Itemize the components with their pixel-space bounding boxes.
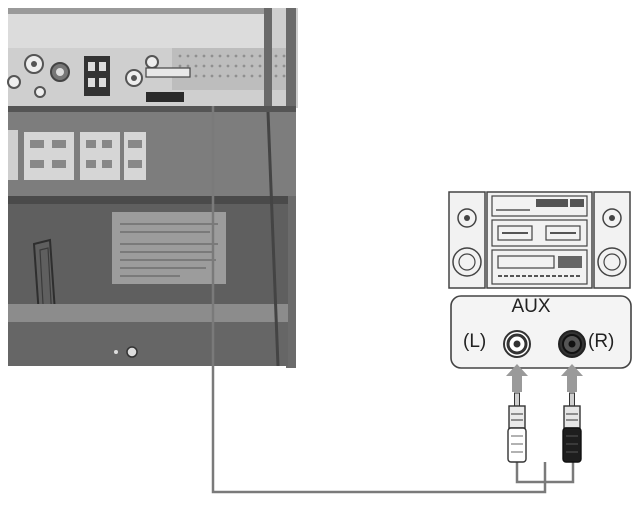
insert-arrows [506, 364, 583, 392]
jack-panel-upper [8, 8, 270, 48]
aux-left-label: (L) [463, 331, 487, 352]
warning-label-lines [120, 223, 218, 277]
panel-jacks [7, 54, 159, 98]
speaker-left [448, 191, 486, 289]
tv-rear-panel [7, 8, 298, 368]
label-plate-1 [24, 132, 74, 180]
aux-panel [450, 295, 632, 369]
aux-title: AUX [511, 296, 551, 317]
aux-jack-right [558, 330, 586, 358]
audio-cable [211, 106, 575, 494]
bottom-bar [8, 304, 288, 322]
frame-rail-right [264, 8, 272, 112]
vent-area [172, 48, 296, 90]
rca-plug-black-icon [562, 392, 582, 463]
screw [126, 346, 138, 358]
connector-white [145, 67, 191, 78]
warning-label [112, 212, 226, 284]
aux-right-label: (R) [588, 331, 615, 352]
arrow-left-icon [506, 364, 528, 392]
label-plate-3 [124, 132, 146, 180]
s-video-block [84, 56, 110, 96]
label-plate-2 [80, 132, 120, 180]
arrow-right-icon [561, 364, 583, 392]
connector-black [146, 92, 184, 102]
stereo-system-icon [448, 191, 631, 289]
aux-jack-left [503, 330, 531, 358]
rca-plug-white-icon [507, 392, 527, 463]
speaker-right [593, 191, 631, 289]
vent-holes [178, 54, 286, 78]
aux-panel-frame [450, 295, 632, 369]
